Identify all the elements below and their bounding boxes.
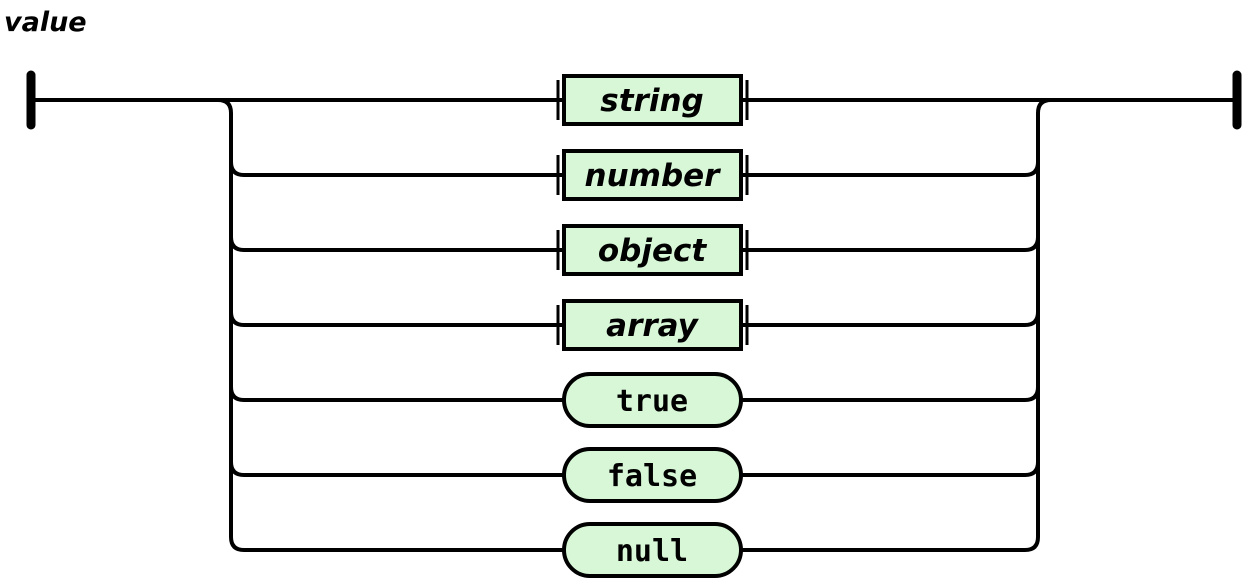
node-label-string: string [600, 83, 703, 119]
node-label-false: false [607, 459, 697, 494]
node-false: false [562, 447, 743, 503]
return-rail-number [741, 161, 1040, 177]
node-array: array [562, 299, 743, 351]
entry-rail-true [229, 386, 564, 402]
nonterminal-box-string [562, 74, 743, 126]
left-branch-trunk-rail [217, 98, 564, 552]
connector-ticks-object [556, 230, 749, 270]
entry-rail-object [229, 236, 564, 252]
entry-rail-array [229, 311, 564, 327]
node-number: number [562, 149, 743, 201]
node-label-true: true [616, 384, 688, 419]
entry-rail-number [229, 161, 564, 177]
node-label-object: object [598, 233, 708, 269]
terminal-pill-null [562, 522, 743, 578]
return-rail-object [741, 236, 1040, 252]
node-true: true [562, 372, 743, 428]
terminal-pill-true [562, 372, 743, 428]
nonterminal-box-array [562, 299, 743, 351]
diagram-title: value [4, 7, 87, 38]
entry-rail-false [229, 461, 564, 477]
connector-ticks-number [556, 155, 749, 195]
return-rail-array [741, 311, 1040, 327]
node-object: object [562, 224, 743, 276]
return-rail-true [741, 386, 1040, 402]
nonterminal-box-object [562, 224, 743, 276]
connector-ticks-string [556, 80, 749, 120]
node-label-array: array [606, 308, 699, 344]
nonterminal-box-number [562, 149, 743, 201]
return-rail-false [741, 461, 1040, 477]
node-label-number: number [585, 158, 722, 194]
right-return-trunk-rail [741, 98, 1052, 552]
node-string: string [562, 74, 743, 126]
connector-ticks-array [556, 305, 749, 345]
terminal-pill-false [562, 447, 743, 503]
node-label-null: null [616, 534, 688, 569]
node-null: null [562, 522, 743, 578]
